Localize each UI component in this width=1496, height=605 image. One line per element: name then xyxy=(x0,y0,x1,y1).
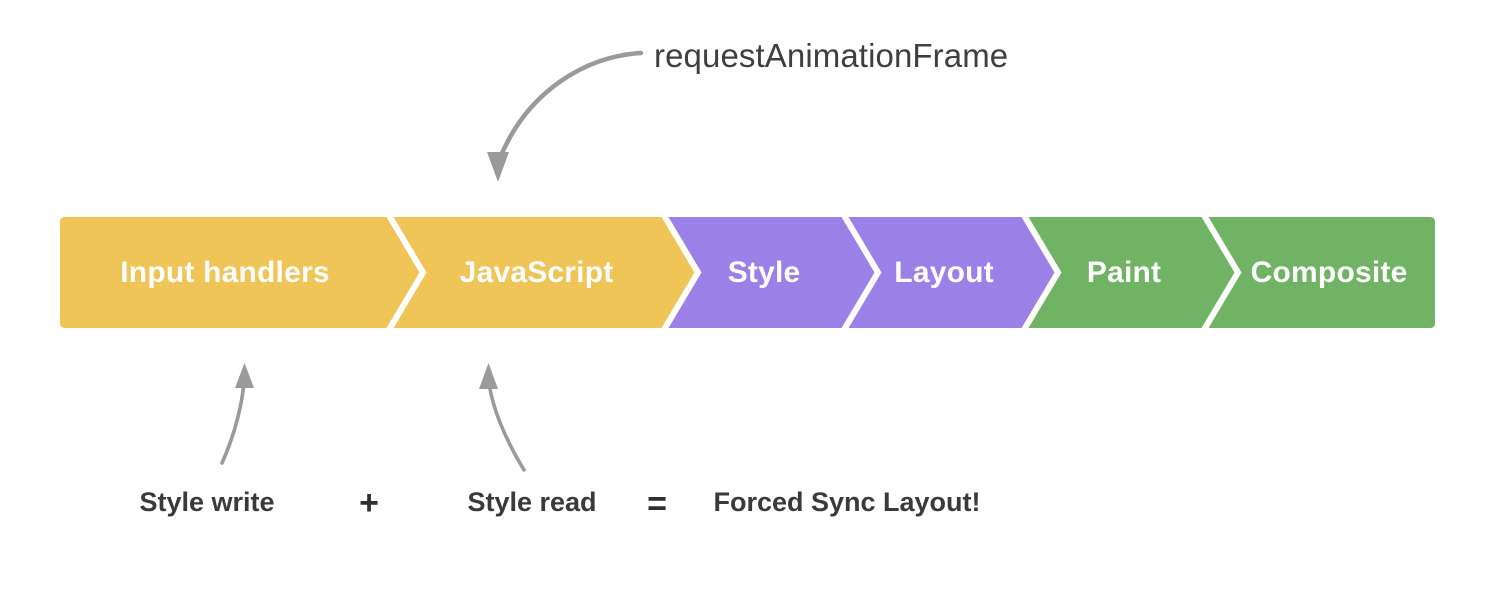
style-read-label: Style read xyxy=(467,487,597,517)
pipeline-segment-composite[interactable] xyxy=(1208,217,1436,328)
forced-sync-layout-label: Forced Sync Layout! xyxy=(713,487,981,517)
pipeline-label-paint: Paint xyxy=(1086,255,1162,289)
pipeline-label-input-handlers: Input handlers xyxy=(120,255,330,289)
equals-operator: = xyxy=(647,485,667,523)
pipeline-segment-input-handlers[interactable] xyxy=(60,217,420,328)
pipeline-label-layout: Layout xyxy=(894,255,994,289)
pipeline-segment-paint[interactable] xyxy=(1028,217,1235,328)
rendering-pipeline-bar: Input handlers JavaScript Style Layout Paint… xyxy=(60,217,1435,328)
pipeline-segment-javascript[interactable] xyxy=(393,217,695,328)
pipeline-chevrons xyxy=(60,217,1435,328)
pipeline-label-style: Style xyxy=(727,255,801,289)
style-write-label: Style write xyxy=(139,487,275,517)
pipeline-segment-style[interactable] xyxy=(668,217,875,328)
pipeline-segment-layout[interactable] xyxy=(848,217,1055,328)
pipeline-label-composite: Composite xyxy=(1250,255,1408,289)
plus-operator: + xyxy=(359,484,379,522)
request-animation-frame-label: requestAnimationFrame xyxy=(654,37,1009,74)
pipeline-label-javascript: JavaScript xyxy=(459,255,614,289)
